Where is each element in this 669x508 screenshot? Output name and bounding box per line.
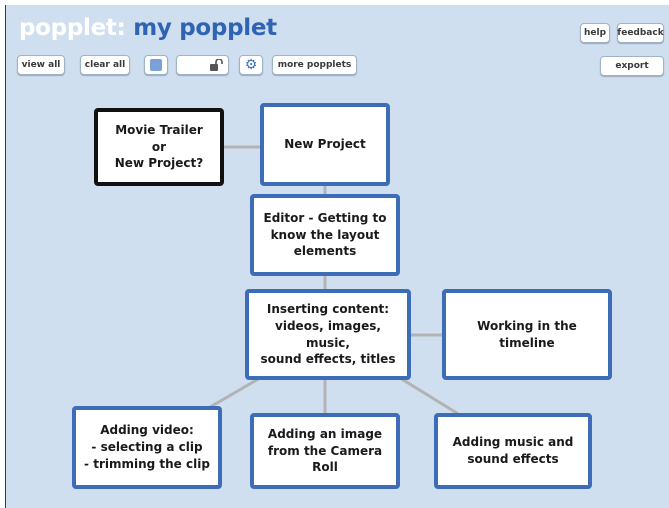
popple-editor[interactable]: Editor - Getting to know the layout elem…: [250, 194, 400, 276]
popple-movie-trailer[interactable]: Movie Trailer or New Project?: [94, 108, 224, 186]
brand-logo: popplet:: [19, 15, 126, 41]
help-button[interactable]: help: [580, 23, 610, 43]
export-button[interactable]: export: [600, 56, 664, 76]
gear-icon: ⚙: [244, 57, 258, 73]
more-popplets-button[interactable]: more popplets: [272, 55, 357, 75]
lock-toggle[interactable]: [176, 55, 229, 75]
unlock-icon: [210, 59, 223, 71]
popplet-name[interactable]: my popplet: [133, 15, 277, 41]
view-all-button[interactable]: view all: [17, 55, 65, 75]
feedback-button[interactable]: feedback: [617, 23, 664, 43]
popple-new-project[interactable]: New Project: [260, 103, 390, 186]
connector-inserting-video: [204, 376, 261, 412]
popple-inserting-content[interactable]: Inserting content: videos, images, music…: [245, 289, 411, 380]
color-picker-button[interactable]: [144, 55, 168, 75]
color-swatch-icon: [150, 59, 162, 71]
popple-adding-video[interactable]: Adding video: - selecting a clip - trimm…: [72, 406, 222, 489]
popple-adding-image[interactable]: Adding an image from the Camera Roll: [250, 413, 400, 489]
connector-inserting-music: [399, 376, 461, 417]
popple-timeline[interactable]: Working in the timeline: [442, 289, 612, 380]
clear-all-button[interactable]: clear all: [80, 55, 130, 75]
settings-button[interactable]: ⚙: [239, 55, 263, 75]
popple-adding-music[interactable]: Adding music and sound effects: [434, 413, 592, 489]
page-title: popplet: my popplet: [19, 15, 277, 41]
